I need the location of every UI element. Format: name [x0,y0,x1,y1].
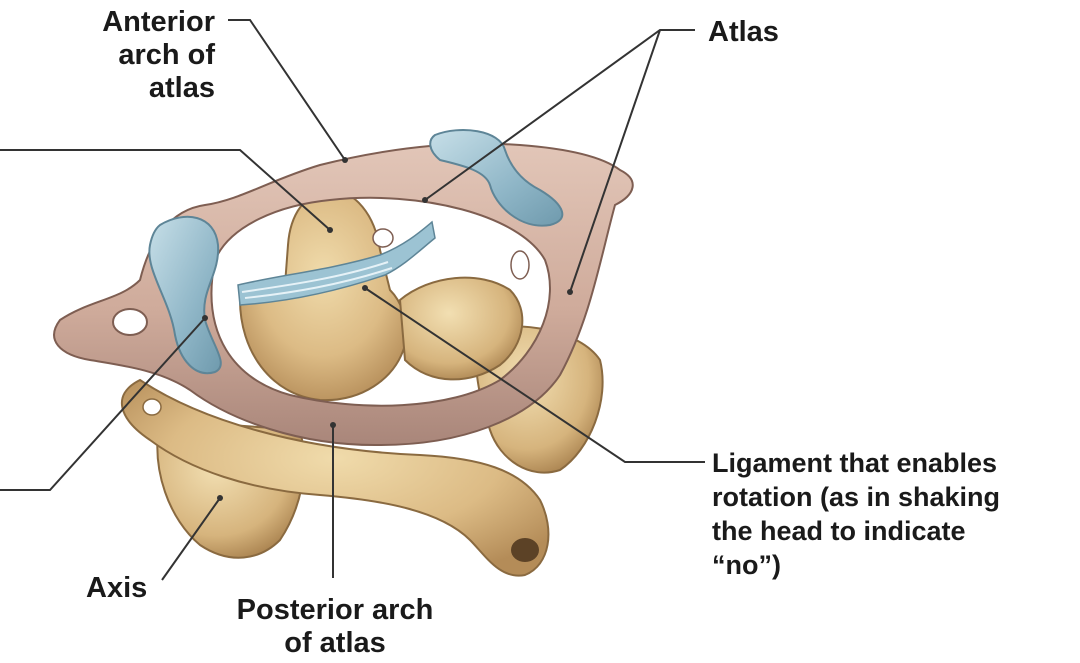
label-line: Anterior [60,6,215,39]
label-line: Axis [86,572,147,605]
label-line: the head to indicate [712,514,1000,548]
label-posterior-arch-of-atlas: Posterior arch of atlas [200,594,470,660]
label-line: Atlas [708,16,779,49]
label-line: rotation (as in shaking [712,480,1000,514]
label-line: “no”) [712,548,1000,582]
label-line: Posterior arch [200,594,470,627]
label-anterior-arch-of-atlas: Anterior arch of atlas [60,6,215,105]
label-ligament: Ligament that enables rotation (as in sh… [712,446,1000,582]
label-line: arch of [60,39,215,72]
label-axis: Axis [86,572,147,605]
label-atlas: Atlas [708,16,779,49]
leader-anterior-arch [228,20,345,160]
label-line: Ligament that enables [712,446,1000,480]
label-line: of atlas [200,627,470,660]
label-line: atlas [60,72,215,105]
